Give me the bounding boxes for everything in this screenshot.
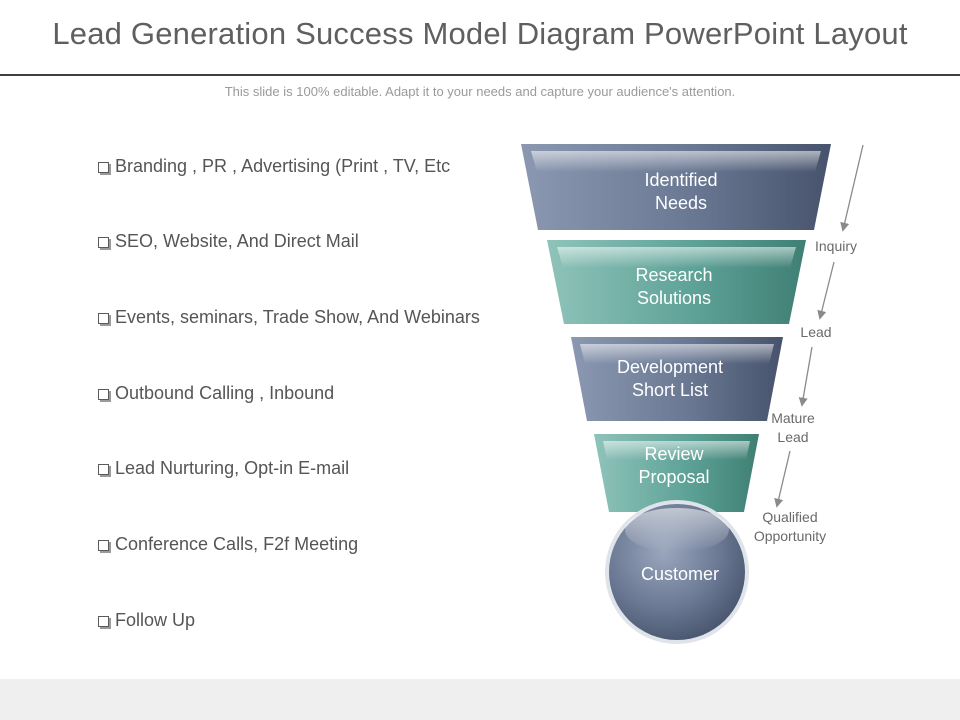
side-label-inquiry: Inquiry — [814, 238, 858, 254]
checkbox-icon — [98, 313, 109, 324]
side-label-line: Qualified — [762, 509, 818, 525]
bullet-item: Outbound Calling , Inbound — [98, 383, 334, 404]
stage-label-development-short-list: Development Short List — [595, 356, 745, 402]
checkbox-icon — [98, 389, 109, 400]
bullet-text: Events, seminars, Trade Show, And Webina… — [115, 307, 480, 327]
funnel-customer-ball — [605, 500, 749, 644]
stage-label-line: Identified — [644, 170, 718, 190]
bullet-item: Conference Calls, F2f Meeting — [98, 534, 358, 555]
side-label-line: Mature — [771, 410, 815, 426]
bullet-text: Branding , PR , Advertising (Print , TV,… — [115, 156, 451, 176]
bullet-item: Follow Up — [98, 610, 195, 631]
side-label-mature-lead: Mature Lead — [758, 409, 828, 447]
arrow-down-icon — [840, 144, 864, 232]
bullet-item: Events, seminars, Trade Show, And Webina… — [98, 307, 480, 328]
checkbox-icon — [98, 237, 109, 248]
footer-band — [0, 679, 960, 720]
checkbox-icon — [98, 464, 109, 475]
stage-label-review-proposal: Review Proposal — [604, 443, 744, 489]
side-label-line: Opportunity — [753, 528, 827, 544]
stage-label-line: Solutions — [636, 288, 712, 308]
bullet-text: Outbound Calling , Inbound — [115, 383, 335, 403]
bullet-item: SEO, Website, And Direct Mail — [98, 231, 359, 252]
slide-subtitle: This slide is 100% editable. Adapt it to… — [224, 84, 736, 99]
stage-label-line: Research — [635, 265, 713, 285]
stage-label-identified-needs: Identified Needs — [611, 169, 751, 215]
stage-label-line: Short List — [631, 380, 709, 400]
bullet-text: SEO, Website, And Direct Mail — [115, 231, 359, 251]
checkbox-icon — [98, 540, 109, 551]
side-label-line: Lead — [777, 429, 809, 445]
bullet-text: Conference Calls, F2f Meeting — [115, 534, 359, 554]
checkbox-icon — [98, 616, 109, 627]
funnel-stage-review-proposal — [594, 434, 759, 512]
bullet-item: Lead Nurturing, Opt-in E-mail — [98, 458, 349, 479]
arrow-down-icon — [774, 450, 791, 508]
funnel-stage-identified-needs — [521, 144, 831, 230]
stage-label-line: Proposal — [638, 467, 710, 487]
customer-label: Customer — [640, 564, 720, 584]
stage-label-line: Development — [616, 357, 724, 377]
arrow-down-icon — [798, 346, 813, 407]
bullet-text: Lead Nurturing, Opt-in E-mail — [115, 458, 350, 478]
stage-label-line: Needs — [654, 193, 708, 213]
bullet-text: Follow Up — [115, 610, 196, 630]
arrow-down-icon — [817, 261, 835, 320]
funnel-stage-research-solutions — [547, 240, 806, 324]
title-divider — [0, 74, 960, 76]
slide-title: Lead Generation Success Model Diagram Po… — [52, 16, 908, 51]
stage-label-line: Review — [644, 444, 704, 464]
checkbox-icon — [98, 162, 109, 173]
stage-label-research-solutions: Research Solutions — [604, 264, 744, 310]
side-label-lead: Lead — [800, 324, 832, 340]
side-label-qualified-opportunity: Qualified Opportunity — [742, 508, 838, 546]
funnel-stage-development-short-list — [571, 337, 783, 421]
bullet-item: Branding , PR , Advertising (Print , TV,… — [98, 156, 450, 177]
